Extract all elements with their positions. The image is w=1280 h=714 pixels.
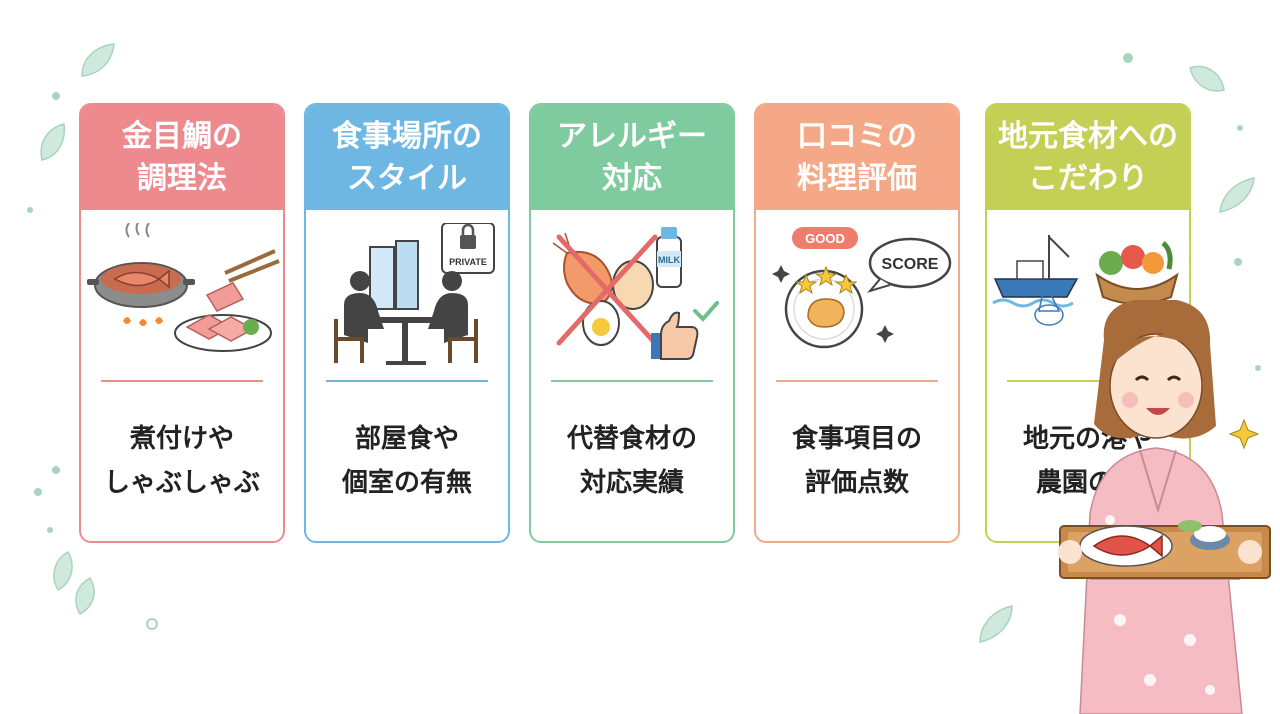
private-dining-icon: PRIVATE	[334, 223, 495, 365]
kinmedai-dishes-icon	[87, 223, 280, 352]
allergy-free-icon: MILK	[552, 227, 719, 360]
card-description-line: 部屋食や	[354, 424, 459, 454]
card-title-line: 料理評価	[797, 160, 917, 196]
milk-label: MILK	[658, 255, 680, 265]
private-label: PRIVATE	[449, 257, 487, 267]
card-divider	[326, 380, 488, 382]
card-divider	[1007, 380, 1169, 382]
card-description-line: しゃぶしゃぶ	[103, 468, 260, 498]
card-divider	[551, 380, 713, 382]
card-divider	[776, 380, 938, 382]
card-title: 口コミの 料理評価	[756, 105, 958, 210]
card-title-line: アレルギー	[557, 118, 707, 154]
review-score-icon: GOOD SCORE	[772, 227, 952, 349]
card-title-line: 金目鯛の	[122, 118, 242, 154]
card-review-rating: 口コミの 料理評価 GOOD SCORE 食事項目の 評価点数	[754, 103, 960, 543]
card-description: 食事項目の 評価点数	[756, 417, 958, 505]
good-badge: GOOD	[805, 231, 845, 246]
yukata-woman-illustration	[1058, 300, 1271, 714]
card-description-line: 対応実績	[579, 468, 684, 498]
card-title-line: こだわり	[1028, 160, 1148, 196]
card-description-line: 代替食材の	[566, 424, 697, 454]
score-bubble: SCORE	[882, 256, 939, 273]
card-dining-style: 食事場所の スタイル PRIVATE 部屋食や 個室の有無	[304, 103, 510, 543]
card-title-line: スタイル	[347, 160, 467, 196]
card-description: 煮付けや しゃぶしゃぶ	[81, 417, 283, 505]
card-description-line: 個室の有無	[341, 468, 472, 498]
card-title-line: 対応	[602, 160, 662, 196]
card-title-line: 口コミの	[797, 118, 917, 154]
card-description: 代替食材の 対応実績	[531, 417, 733, 505]
card-divider	[101, 380, 263, 382]
card-title-line: 食事場所の	[332, 118, 482, 154]
card-title: アレルギー 対応	[531, 105, 733, 210]
card-title: 食事場所の スタイル	[306, 105, 508, 210]
card-description: 部屋食や 個室の有無	[306, 417, 508, 505]
card-title: 金目鯛の 調理法	[81, 105, 283, 210]
local-harvest-icon	[992, 235, 1179, 326]
card-description-line: 評価点数	[804, 468, 909, 498]
card-description-line: 煮付けや	[129, 424, 234, 454]
card-description-line: 食事項目の	[791, 424, 922, 454]
card-title: 地元食材への こだわり	[987, 105, 1189, 210]
card-title-line: 地元食材への	[998, 118, 1178, 154]
card-kinmedai-cooking: 金目鯛の 調理法 煮付けや しゃぶしゃぶ	[79, 103, 285, 543]
card-allergy-support: アレルギー 対応 MILK 代替食材の 対応実績	[529, 103, 735, 543]
card-title-line: 調理法	[137, 160, 227, 196]
